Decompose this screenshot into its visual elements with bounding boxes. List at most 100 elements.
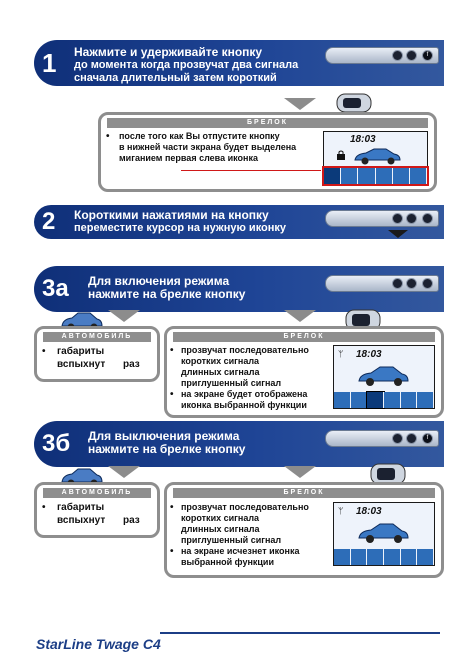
arrow-down-icon	[388, 230, 408, 238]
lcd-screen: ᛘ 18:03	[333, 502, 435, 566]
lcd-function-icon-selected	[366, 391, 385, 409]
bullet: •	[170, 345, 174, 356]
fob-line4: приглушенный сигнал	[181, 378, 282, 388]
fob-line5: на экране будет отображена	[181, 389, 308, 399]
bullet: •	[106, 131, 110, 142]
footer-rule	[160, 632, 440, 634]
car-header: АВТОМОБИЛЬ	[43, 332, 151, 342]
fob-button-icon	[406, 213, 417, 224]
step3a-number: 3а	[42, 275, 69, 302]
car-info-box: АВТОМОБИЛЬ • габариты вспыхнут раз	[34, 326, 160, 382]
fob-button-f-icon: f	[422, 50, 433, 61]
step3b-number: 3б	[42, 430, 71, 457]
car-line2-a: вспыхнут	[57, 515, 106, 526]
arrow-down-icon	[284, 466, 316, 478]
fob-button-icon	[392, 278, 403, 289]
step3a-line1: Для включения режима	[88, 274, 230, 288]
lcd-function-icon	[392, 168, 410, 184]
lock-icon	[337, 150, 345, 160]
lcd-function-icon	[322, 167, 343, 185]
lcd-function-icon	[384, 392, 401, 408]
lcd-function-icon	[384, 549, 401, 565]
step1-number: 1	[42, 48, 57, 78]
lcd-function-icon	[358, 168, 376, 184]
car-line2-b: раз	[123, 515, 140, 526]
lcd-function-icon	[400, 549, 418, 565]
fob-button-icon	[422, 213, 433, 224]
fob-button-icon	[392, 433, 403, 444]
step3a-line2: нажмите на брелке кнопку	[88, 287, 246, 301]
fob-line4: приглушенный сигнал	[181, 535, 282, 545]
car-line1: габариты	[57, 502, 105, 513]
lcd-function-icon	[341, 168, 359, 184]
fob-key-icon: f	[325, 430, 439, 447]
fob-button-icon	[406, 433, 417, 444]
arrow-down-icon	[284, 310, 316, 322]
lcd-function-icon	[417, 549, 435, 565]
bullet: •	[170, 389, 174, 400]
brand-logo: StarLine Twage C4	[36, 636, 161, 652]
bullet: •	[42, 346, 46, 357]
fob-header: БРЕЛОК	[173, 488, 435, 498]
lcd-screen: ᛘ 18:03	[333, 345, 435, 409]
fob-line6: выбранной функции	[181, 557, 274, 567]
step2-number: 2	[42, 208, 56, 235]
car-line1: габариты	[57, 346, 105, 357]
car-line2-a: вспыхнут	[57, 359, 106, 370]
fob-pager-icon	[336, 93, 372, 113]
lcd-function-icon	[409, 168, 428, 184]
lcd-function-icon	[400, 392, 418, 408]
model-name: Twage C4	[95, 636, 161, 652]
lcd-time: 18:03	[356, 349, 382, 360]
lcd-icon-row	[334, 549, 435, 565]
brand-name: StarLine	[36, 636, 93, 652]
arrow-down-icon	[108, 466, 140, 478]
fob-info-box: БРЕЛОК • после того как Вы отпустите кно…	[98, 112, 437, 192]
fob-info-box: БРЕЛОК • прозвучат последовательно корот…	[164, 326, 444, 418]
fob-header: БРЕЛОК	[107, 118, 428, 128]
car-line2-b: раз	[123, 359, 140, 370]
lcd-function-icon	[350, 392, 368, 408]
fob-line3: длинных сигнала	[181, 524, 260, 534]
fob-button-icon	[422, 278, 433, 289]
car-icon	[358, 366, 409, 386]
lcd-time: 18:03	[356, 506, 382, 517]
lcd-function-icon	[417, 392, 435, 408]
step3b-line2: нажмите на брелке кнопку	[88, 442, 246, 456]
fob-key-icon	[325, 210, 439, 227]
fob-line3: длинных сигнала	[181, 367, 260, 377]
fob-pager-icon	[370, 463, 406, 485]
lcd-icon-row	[334, 391, 435, 409]
box1-line3: миганием первая слева иконка	[119, 153, 258, 163]
lcd-function-icon	[334, 392, 351, 408]
box1-line2: в нижней части экрана будет выделена	[119, 142, 297, 152]
arrow-down-icon	[284, 98, 316, 110]
lcd-function-icon	[367, 549, 385, 565]
car-header: АВТОМОБИЛЬ	[43, 488, 151, 498]
step2-line2: переместите курсор на нужную иконку	[74, 222, 287, 234]
fob-line6: иконка выбранной функции	[181, 400, 307, 410]
car-info-box: АВТОМОБИЛЬ • габариты вспыхнут раз	[34, 482, 160, 538]
antenna-icon: ᛘ	[338, 506, 344, 516]
fob-key-icon: f	[325, 47, 439, 64]
lcd-icon-row	[322, 166, 429, 186]
car-icon	[358, 523, 409, 543]
fob-button-icon	[392, 213, 403, 224]
fob-key-icon	[325, 275, 439, 292]
antenna-icon: ᛘ	[338, 349, 344, 359]
step1-line2: до момента когда прозвучат два сигнала	[74, 59, 299, 71]
car-icon	[354, 148, 401, 165]
lcd-function-icon	[334, 549, 351, 565]
lcd-time: 18:03	[350, 134, 376, 145]
fob-button-icon	[406, 50, 417, 61]
bullet: •	[42, 502, 46, 513]
step1-line1: Нажмите и удерживайте кнопку	[74, 45, 263, 59]
fob-line1: прозвучат последовательно	[181, 502, 309, 512]
lcd-function-icon	[375, 168, 393, 184]
highlight-pointer	[181, 170, 321, 171]
step2-line1: Короткими нажатиями на кнопку	[74, 208, 269, 222]
fob-button-icon	[406, 278, 417, 289]
fob-pager-icon	[345, 309, 381, 331]
fob-line2: коротких сигнала	[181, 356, 260, 366]
fob-line1: прозвучат последовательно	[181, 345, 309, 355]
